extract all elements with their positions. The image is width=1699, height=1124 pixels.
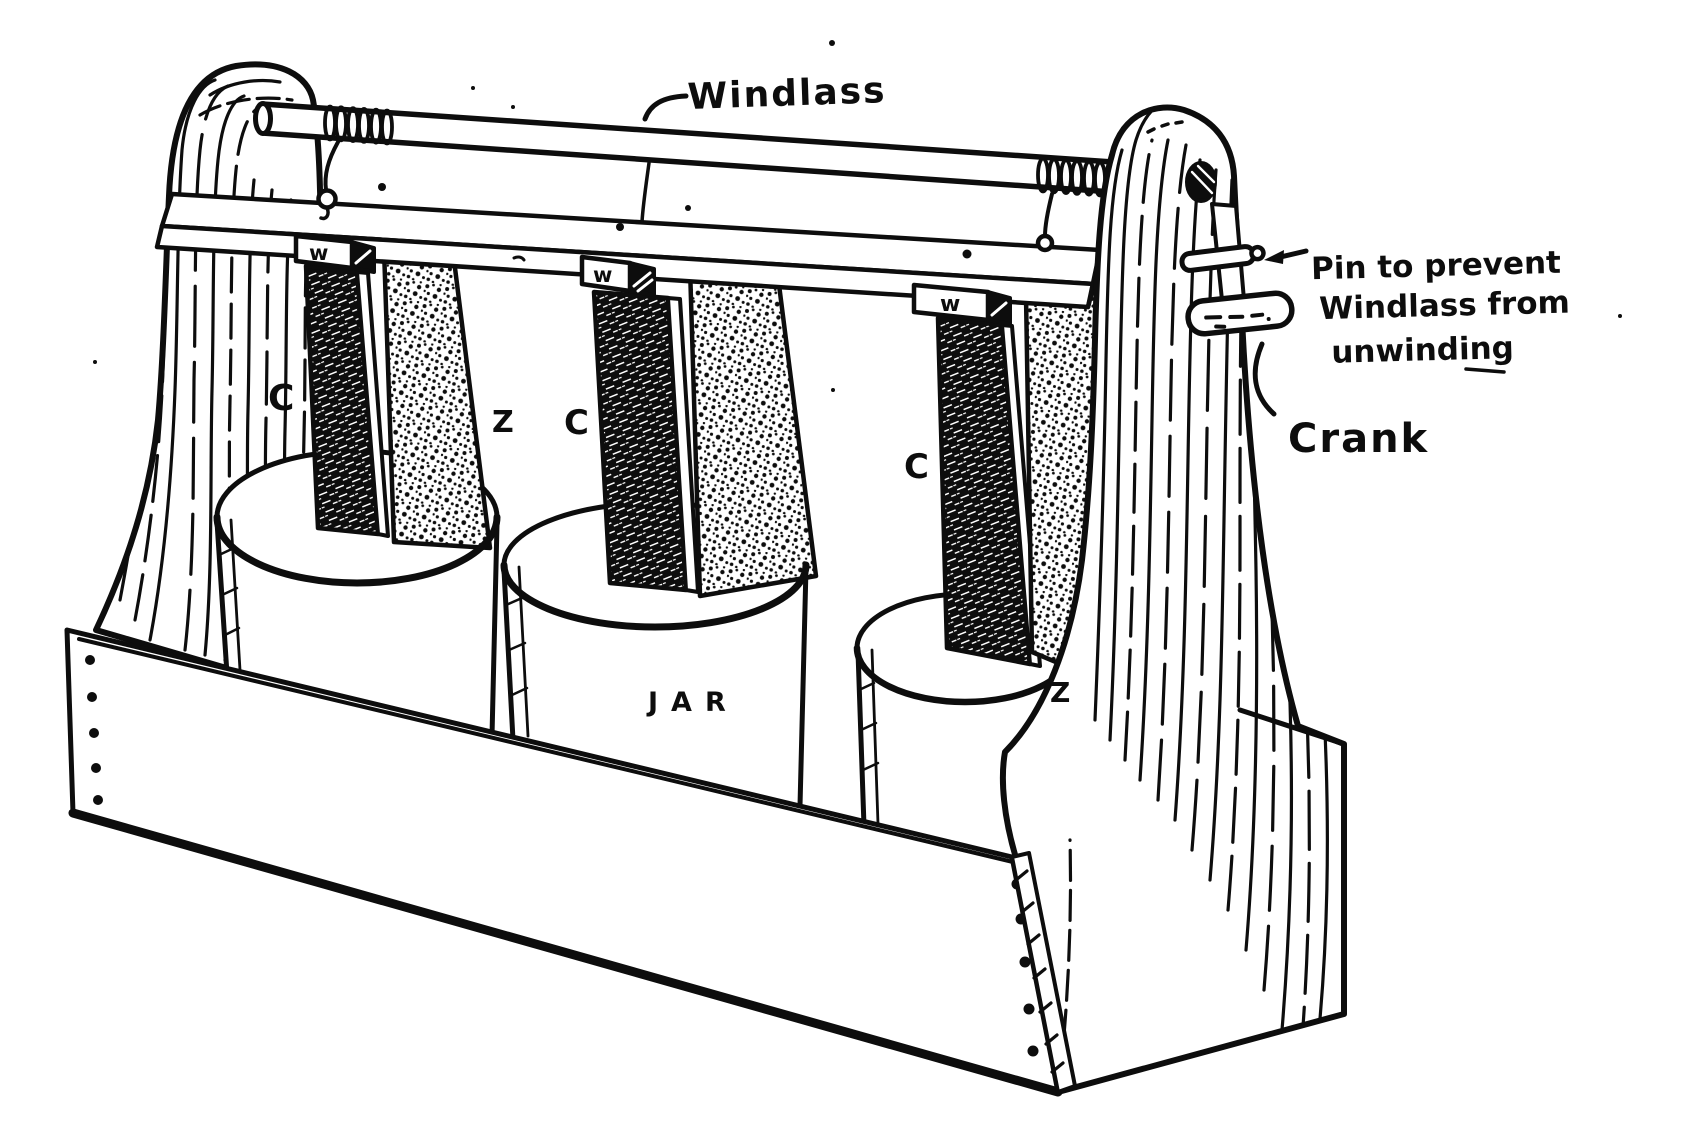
unwinding-underline <box>1464 367 1506 374</box>
shelf-holes-icon <box>378 183 972 259</box>
zinc-plate-2 <box>687 258 819 599</box>
wood-block-2: w <box>579 254 656 297</box>
annotations: Windlass Pin to prevent Windlass from un… <box>268 70 1571 718</box>
jar-2-rim <box>500 561 810 809</box>
windlass-label: Windlass <box>687 70 887 118</box>
windlass-rod <box>253 101 1116 198</box>
cord-coil-left-icon <box>323 104 394 146</box>
carbon-plate-2 <box>591 289 700 594</box>
pin-note-line-2: Windlass from <box>1319 285 1571 328</box>
windlass-leader-line <box>642 93 689 122</box>
zinc-label-3: Z <box>1050 676 1070 709</box>
crank-label: Crank <box>1288 416 1429 462</box>
pin-arrow-head-icon <box>1264 250 1284 264</box>
carbon-plate-1-edge <box>355 270 390 538</box>
right-upright <box>999 104 1347 1095</box>
pin-note-line-1: Pin to prevent <box>1311 245 1562 288</box>
screw-eye-left-icon <box>316 188 338 210</box>
carbon-label-3: C <box>904 447 929 487</box>
box-corner-strip <box>1010 851 1077 1094</box>
zinc-plate-1 <box>381 241 493 551</box>
carbon-plate-3 <box>935 315 1042 668</box>
wood-block-3-label: w <box>940 292 960 317</box>
jar-label: JAR <box>646 687 739 718</box>
wood-block-3: w <box>911 282 1012 326</box>
rod-end-cap-icon <box>253 101 273 136</box>
nail-dots-left <box>85 655 103 805</box>
carbon-label-2: C <box>564 403 589 443</box>
lifting-cords <box>316 140 1055 253</box>
screw-eye-right-icon <box>1035 233 1055 253</box>
pin-note-line-3: unwinding <box>1331 330 1514 371</box>
crank-leader-line <box>1252 341 1277 417</box>
wood-block-1-label: w <box>309 241 328 265</box>
wood-block-1: w <box>293 233 376 274</box>
crank-handle <box>1185 290 1295 337</box>
windlass-pin <box>1179 244 1266 273</box>
wood-block-2-label: w <box>593 263 612 287</box>
carbon-plate-1 <box>303 263 390 538</box>
carbon-label-1: C <box>268 378 294 419</box>
zinc-label-1: Z <box>492 405 514 440</box>
jar-1-rim <box>213 513 501 739</box>
